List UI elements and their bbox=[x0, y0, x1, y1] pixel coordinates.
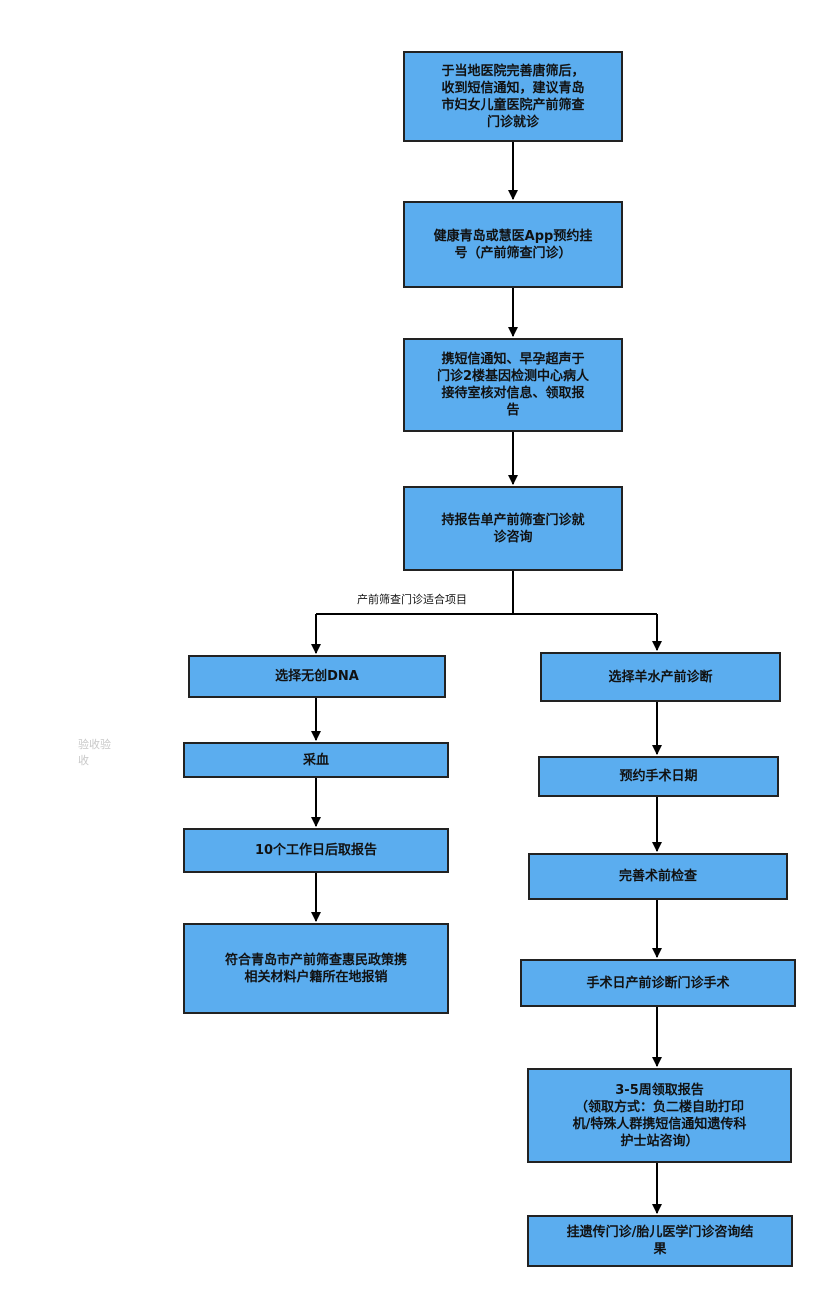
step-verify-info: 携短信通知、早孕超声于 门诊2楼基因检测中心病人 接待室核对信息、领取报 告 bbox=[403, 338, 623, 432]
step-surgery-day: 手术日产前诊断门诊手术 bbox=[520, 959, 796, 1007]
step-choose-nipt: 选择无创DNA bbox=[188, 655, 446, 698]
step-get-report-10-days: 10个工作日后取报告 bbox=[183, 828, 449, 873]
step-clinic-consultation: 持报告单产前筛查门诊就 诊咨询 bbox=[403, 486, 623, 571]
step-book-appointment: 健康青岛或慧医App预约挂 号（产前筛查门诊） bbox=[403, 201, 623, 288]
step-collect-report: 3-5周领取报告 （领取方式：负二楼自助打印 机/特殊人群携短信通知遗传科 护士… bbox=[527, 1068, 792, 1163]
branch-label: 产前筛查门诊适合项目 bbox=[357, 593, 467, 606]
step-sms-notification: 于当地医院完善唐筛后， 收到短信通知，建议青岛 市妇女儿童医院产前筛查 门诊就诊 bbox=[403, 51, 623, 142]
step-genetic-consultation: 挂遗传门诊/胎儿医学门诊咨询结 果 bbox=[527, 1215, 793, 1267]
step-choose-amniocentesis: 选择羊水产前诊断 bbox=[540, 652, 781, 702]
step-preop-exams: 完善术前检查 bbox=[528, 853, 788, 900]
watermark-stamp: 验收验 收 bbox=[78, 738, 111, 767]
step-reimbursement: 符合青岛市产前筛查惠民政策携 相关材料户籍所在地报销 bbox=[183, 923, 449, 1014]
step-schedule-surgery: 预约手术日期 bbox=[538, 756, 779, 797]
step-blood-draw: 采血 bbox=[183, 742, 449, 778]
